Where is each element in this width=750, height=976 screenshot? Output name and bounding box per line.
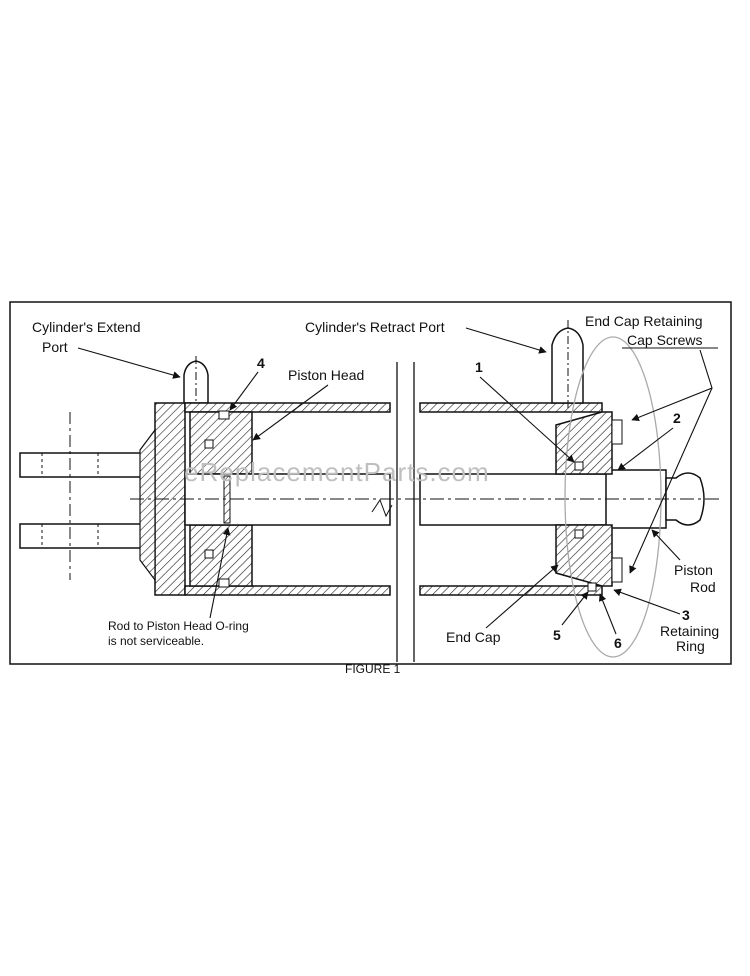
callout-4: 4 [257, 355, 265, 371]
watermark: eReplacementParts.com [184, 457, 490, 487]
leader-piston-head [252, 384, 329, 441]
label-extend-port-1: Cylinder's Extend [32, 319, 141, 335]
label-end-cap-screws-2: Cap Screws [627, 332, 702, 348]
label-extend-port-2: Port [42, 339, 68, 355]
callout-5: 5 [553, 627, 561, 643]
leader-piston-rod [651, 529, 681, 561]
extend-port-fitting [183, 356, 209, 408]
leader-callout-1 [479, 376, 575, 463]
callout-3: 3 [682, 607, 690, 623]
leader-oring-note [209, 527, 231, 619]
label-oring-note-2: is not serviceable. [108, 634, 204, 648]
label-piston-head: Piston Head [288, 367, 364, 383]
leader-callout-6 [598, 593, 617, 635]
label-end-cap: End Cap [446, 629, 501, 645]
leader-callout-4 [229, 371, 259, 411]
highlight-ellipse [564, 336, 662, 658]
clevis-mount [19, 412, 155, 580]
label-retract-port: Cylinder's Retract Port [305, 319, 445, 335]
leader-extend-port [77, 347, 181, 379]
figure-caption: FIGURE 1 [345, 662, 401, 676]
leader-callout-5 [561, 591, 589, 626]
leader-retract-port [465, 327, 547, 354]
leader-end-cap [485, 564, 559, 629]
leader-end-cap-screws-b [629, 387, 713, 574]
barrel-left [184, 402, 391, 596]
label-retaining-ring-2: Ring [676, 638, 705, 654]
callout-2: 2 [673, 410, 681, 426]
label-piston-rod-1: Piston [674, 562, 713, 578]
callout-1: 1 [475, 359, 483, 375]
leader-end-cap-screws-a [631, 349, 713, 422]
piston-head [189, 410, 253, 588]
label-piston-rod-2: Rod [690, 579, 716, 595]
label-oring-note-1: Rod to Piston Head O-ring [108, 619, 249, 633]
leader-callout-3 [613, 588, 681, 615]
retract-port-fitting [551, 320, 584, 410]
barrel-right [419, 402, 603, 596]
label-end-cap-screws-1: End Cap Retaining [585, 313, 703, 329]
callout-6: 6 [614, 635, 622, 651]
diagram-frame [9, 301, 732, 665]
break-lines [371, 362, 415, 662]
label-retaining-ring-1: Retaining [660, 623, 719, 639]
leader-callout-2 [617, 427, 674, 471]
